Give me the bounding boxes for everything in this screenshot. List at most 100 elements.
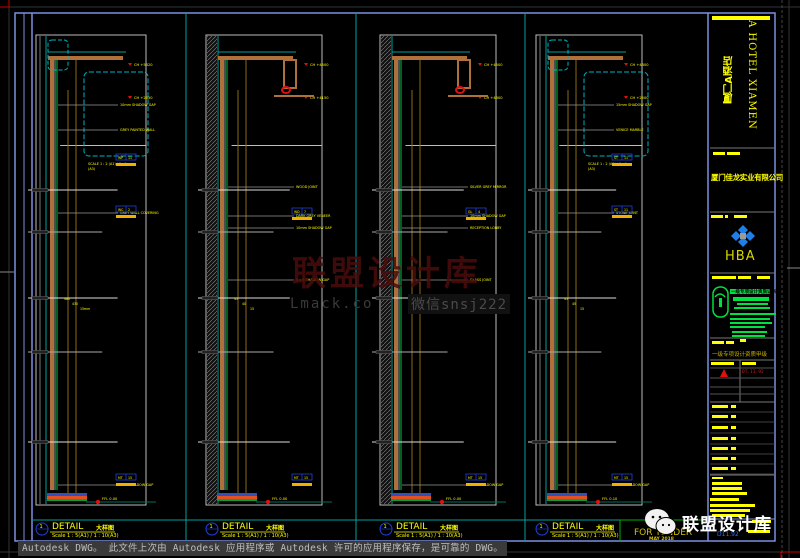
ceiling-wood-layer bbox=[548, 56, 623, 60]
detail-callout-bubble bbox=[205, 522, 285, 536]
note-text: 10mm SHADOW GAP bbox=[470, 214, 506, 218]
note-text: VENICE MARBLE bbox=[616, 128, 644, 132]
ceiling-soffit-line bbox=[405, 145, 496, 146]
material-tag-code: ST bbox=[614, 156, 618, 160]
schedule-value-bar bbox=[731, 426, 736, 429]
contractor-name: 厦门佳龙实业有限公司 bbox=[711, 173, 783, 182]
brand-watermark: 联盟设计库 bbox=[644, 508, 772, 536]
dimension-text: 15mm bbox=[80, 307, 90, 311]
hba-logo-text: HBA bbox=[725, 249, 756, 264]
ffl-level-text: FFL 0.00 bbox=[272, 497, 288, 501]
material-tag-number: 11 bbox=[624, 208, 628, 212]
detail-number: 1 bbox=[39, 524, 43, 530]
material-tag-underline bbox=[292, 483, 312, 486]
detail-border bbox=[35, 34, 147, 506]
level-marker-icon bbox=[128, 96, 132, 99]
enlarged-sheet-text: (A3) bbox=[88, 167, 96, 171]
wood-substrate-layer bbox=[50, 60, 54, 490]
note-text: WOOD JOINT bbox=[296, 185, 319, 189]
ceiling-level-text: CH +4500 bbox=[310, 63, 329, 67]
light-fitting-icon bbox=[455, 86, 465, 94]
dimension-text: 40 bbox=[242, 302, 246, 306]
material-tag-number: 2 bbox=[128, 208, 130, 212]
note-text: SILVER GREY MIRROR bbox=[470, 185, 507, 189]
material-tag: ST 11 bbox=[611, 153, 633, 166]
joint-bracket bbox=[375, 350, 393, 354]
detail-scale: Scale 1 : 5(A1) / 1 : 10(A3) bbox=[396, 533, 463, 539]
schedule-label-bar bbox=[712, 457, 728, 460]
joint-bracket bbox=[201, 296, 219, 300]
detail-number: 1 bbox=[539, 524, 543, 530]
dimension-text: 15 bbox=[250, 307, 254, 311]
floor-layer bbox=[47, 493, 87, 496]
revision-code: DT.11.92 bbox=[742, 370, 764, 375]
title-block bbox=[708, 16, 776, 533]
concrete-wall-hatch bbox=[381, 36, 391, 504]
ceiling-level-text: CH +5320 bbox=[134, 63, 153, 67]
joint-bracket bbox=[531, 350, 549, 354]
level-marker-icon bbox=[624, 63, 628, 66]
material-tag-code: MT bbox=[118, 476, 123, 480]
wood-substrate-layer bbox=[550, 60, 554, 490]
ffl-marker-icon bbox=[265, 499, 271, 505]
dimension-text: 45 bbox=[572, 302, 576, 306]
brand-name: 联盟设计库 bbox=[682, 514, 772, 535]
note-text: 5 x 5 SHADOW GAP bbox=[296, 278, 329, 282]
detail-title: DETAIL bbox=[222, 522, 254, 532]
floor-layer bbox=[391, 493, 431, 496]
wood-substrate-layer bbox=[394, 60, 398, 490]
ceiling-level-text: CH +4300 bbox=[630, 63, 649, 67]
enlarged-sheet-text: (A3) bbox=[588, 167, 596, 171]
material-tag-number: 11 bbox=[624, 156, 628, 160]
schedule-value-bar bbox=[731, 447, 736, 450]
material-tag-number: 11 bbox=[128, 156, 132, 160]
dimension-text: 45 bbox=[564, 297, 568, 301]
floor-finish-layer bbox=[547, 496, 587, 499]
joint-bracket bbox=[31, 230, 49, 234]
floor-layer bbox=[217, 493, 257, 496]
joint-bracket bbox=[531, 296, 549, 300]
joint-bracket bbox=[375, 230, 393, 234]
detail-number: 1 bbox=[209, 524, 213, 530]
floor-screed-layer bbox=[391, 499, 431, 501]
joint-bracket bbox=[201, 350, 219, 354]
material-tag-number: 4 bbox=[478, 210, 480, 214]
ceiling-soffit-line bbox=[231, 145, 322, 146]
detail-title: DETAIL bbox=[52, 522, 84, 532]
detail-callout-bubble bbox=[535, 522, 615, 536]
material-tag-underline bbox=[292, 217, 312, 220]
note-text: GREY WALL COVERING bbox=[120, 211, 159, 215]
floor-layer bbox=[547, 493, 587, 496]
detail-border bbox=[379, 34, 497, 506]
dwg-status-message: Autodesk DWG。 此文件上次由 Autodesk 应用程序或 Auto… bbox=[18, 541, 507, 556]
cert-text: 一级专项设计资质证书 bbox=[731, 290, 776, 295]
schedule-value-bar bbox=[731, 437, 736, 440]
ceiling-wood-layer bbox=[218, 56, 293, 60]
joint-bracket bbox=[201, 230, 219, 234]
ffl-level-text: FFL 0.00 bbox=[102, 497, 118, 501]
ffl-marker-icon bbox=[595, 499, 601, 505]
note-text: GLASS JOINT bbox=[470, 278, 493, 282]
schedule-value-bar bbox=[731, 405, 736, 408]
ffl-marker-icon bbox=[439, 499, 445, 505]
ffl-marker-icon bbox=[95, 499, 101, 505]
level-marker-icon bbox=[624, 96, 628, 99]
material-tag-code: MT bbox=[614, 476, 619, 480]
enlarged-detail-callout bbox=[583, 71, 649, 157]
date-label: MAY 2018 bbox=[649, 537, 674, 542]
level-marker-icon bbox=[304, 63, 308, 66]
concrete-wall-hatch bbox=[207, 36, 217, 504]
material-tag-number: 15 bbox=[624, 476, 628, 480]
material-tag: MT 15 bbox=[611, 473, 633, 486]
ceiling-level-text: CH +4300 bbox=[484, 96, 503, 100]
hba-logo bbox=[728, 224, 758, 254]
